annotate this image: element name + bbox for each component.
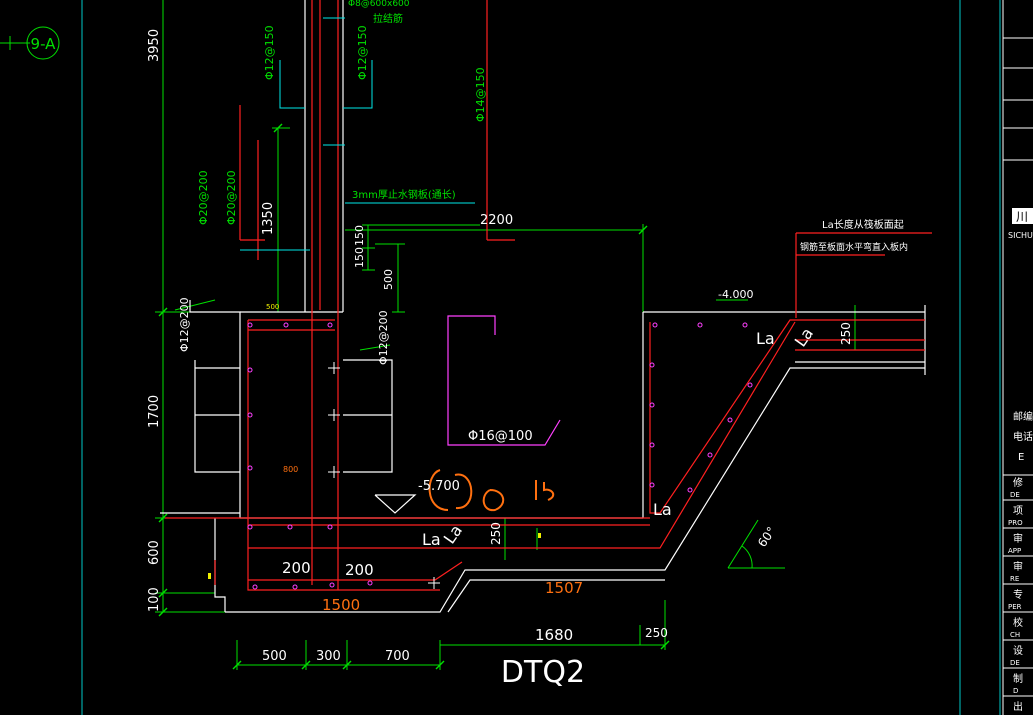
axis-label: 9-A	[31, 35, 57, 53]
dim-600: 600	[147, 540, 162, 565]
dim-250-lower: 250	[489, 522, 503, 545]
la-label-1: La	[756, 329, 775, 348]
la-label-3: La	[653, 500, 672, 519]
la-label-4: La	[422, 530, 441, 549]
dim-100: 100	[147, 587, 162, 612]
dim-500v: 500	[382, 269, 395, 290]
waterstop-note: 3mm厚止水钢板(通长)	[352, 188, 456, 201]
title-block: 川 SICHU 邮编 电话 E 修 DE 项 PRO 审 APP 审 RE 专 …	[1002, 0, 1033, 715]
section-crosses	[328, 362, 440, 589]
dim-3950: 3950	[147, 29, 162, 62]
rebar-16-100: Φ16@100	[468, 429, 533, 444]
handwritten-3: 150	[532, 479, 574, 504]
company-logo: 川	[1016, 210, 1028, 224]
top-note: Φ8@600x600	[348, 0, 410, 9]
dim-1680: 1680	[535, 626, 573, 644]
yellow-markers	[208, 533, 541, 579]
dim-1500: 1500	[322, 596, 360, 614]
rebar-dots	[247, 322, 753, 590]
dim-1350: 1350	[261, 202, 276, 235]
rebar-text: Φ12@150 Φ12@150 Φ14@150 Φ20@200 Φ20@200 …	[178, 0, 908, 494]
rebar-12-200b: Φ12@200	[377, 310, 390, 365]
company-logo-block	[1012, 208, 1033, 224]
company-name: SICHU	[1008, 231, 1033, 240]
handwritten-markup	[428, 469, 555, 512]
tb-cell-2e: PRO	[1008, 519, 1023, 527]
tb-cell-8: 制	[1013, 672, 1023, 685]
dim-300-bottom: 300	[316, 649, 341, 664]
tb-postcode: 邮编	[1013, 410, 1033, 423]
dim-500-small: 500	[266, 303, 279, 311]
tb-cell-7e: DE	[1010, 659, 1020, 667]
tb-cell-8e: D	[1013, 687, 1018, 695]
tb-cell-6: 校	[1013, 616, 1023, 629]
dim-200b: 200	[345, 561, 374, 579]
dim-700-bottom: 700	[385, 649, 410, 664]
dim-250-bottom: 250	[645, 626, 668, 640]
rebar-12-150a: Φ12@150	[263, 25, 276, 80]
rebar-12-200a: Φ12@200	[178, 297, 191, 352]
tb-phone: 电话	[1013, 430, 1033, 443]
dim-800-small: 800	[283, 465, 298, 474]
tb-cell-1: 修	[1013, 476, 1023, 489]
dim-150b: 150	[353, 247, 366, 268]
la-note-2: 钢筋至板面水平弯直入板内	[800, 241, 908, 253]
tb-cell-5e: PER	[1008, 603, 1022, 611]
dim-2200: 2200	[480, 213, 513, 228]
rebar-20-200b: Φ20@200	[225, 170, 238, 225]
rebar-lines	[165, 0, 932, 591]
la-note-1: La长度从筏板面起	[822, 218, 904, 231]
dim-500-bottom: 500	[262, 649, 287, 664]
tb-cell-6e: CH	[1010, 631, 1020, 639]
rebar-20-200a: Φ20@200	[197, 170, 210, 225]
rebar-16-bracket	[447, 315, 561, 446]
dimension-ticks	[158, 123, 670, 670]
tb-cell-7: 设	[1013, 645, 1023, 657]
level-minus-5-7: -5.700	[418, 479, 460, 494]
dim-250-slab: 250	[839, 322, 853, 345]
tb-cell-4: 审	[1013, 560, 1023, 573]
tb-cell-1e: DE	[1010, 491, 1020, 499]
dimension-text: 3950 1350 1700 600 100 150 150 500 2200 …	[147, 29, 853, 664]
dim-1700: 1700	[147, 395, 162, 428]
rebar-12-150b: Φ12@150	[356, 25, 369, 80]
tb-cell-4e: RE	[1010, 575, 1019, 583]
tb-email: E	[1018, 452, 1024, 463]
sheet-border	[81, 0, 1001, 715]
dim-1507: 1507	[545, 579, 583, 597]
tb-cell-3e: APP	[1008, 547, 1021, 555]
level-minus-4: -4.000	[718, 288, 753, 301]
cyan-details	[240, 17, 475, 251]
top-note-2: 拉结筋	[373, 12, 403, 25]
tb-cell-9: 出	[1013, 700, 1023, 713]
tb-cell-5: 专	[1013, 588, 1023, 601]
dim-200a: 200	[282, 559, 311, 577]
handwritten-1: (1)	[418, 486, 449, 511]
tb-cell-3: 审	[1013, 532, 1023, 545]
axis-bubble: 9-A	[0, 26, 60, 60]
rebar-14-150: Φ14@150	[474, 67, 487, 122]
tb-cell-2: 项	[1013, 505, 1023, 517]
handwritten-2: (2)	[480, 489, 511, 514]
drawing-title: DTQ2	[501, 655, 585, 690]
dim-150a: 150	[353, 225, 366, 246]
